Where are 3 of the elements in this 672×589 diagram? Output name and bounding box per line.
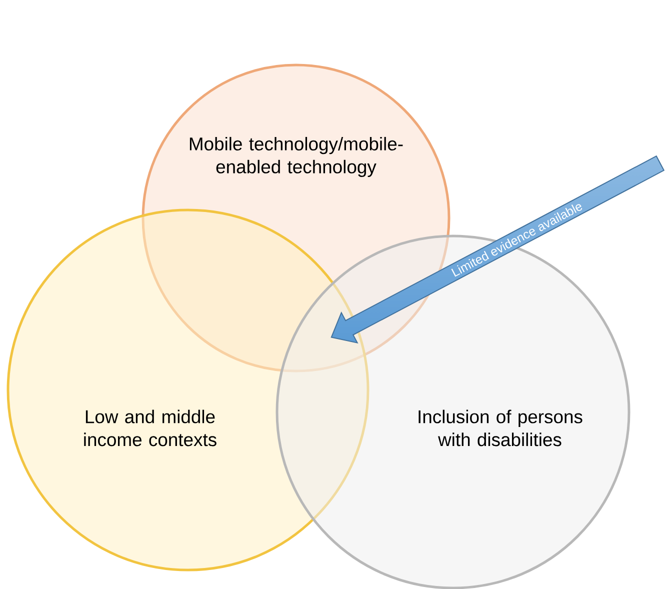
circle-label: Inclusion of persons with disabilities — [418, 410, 582, 446]
venn-circle — [6, 208, 370, 572]
circle-label: Low and middle income contexts — [84, 410, 216, 446]
